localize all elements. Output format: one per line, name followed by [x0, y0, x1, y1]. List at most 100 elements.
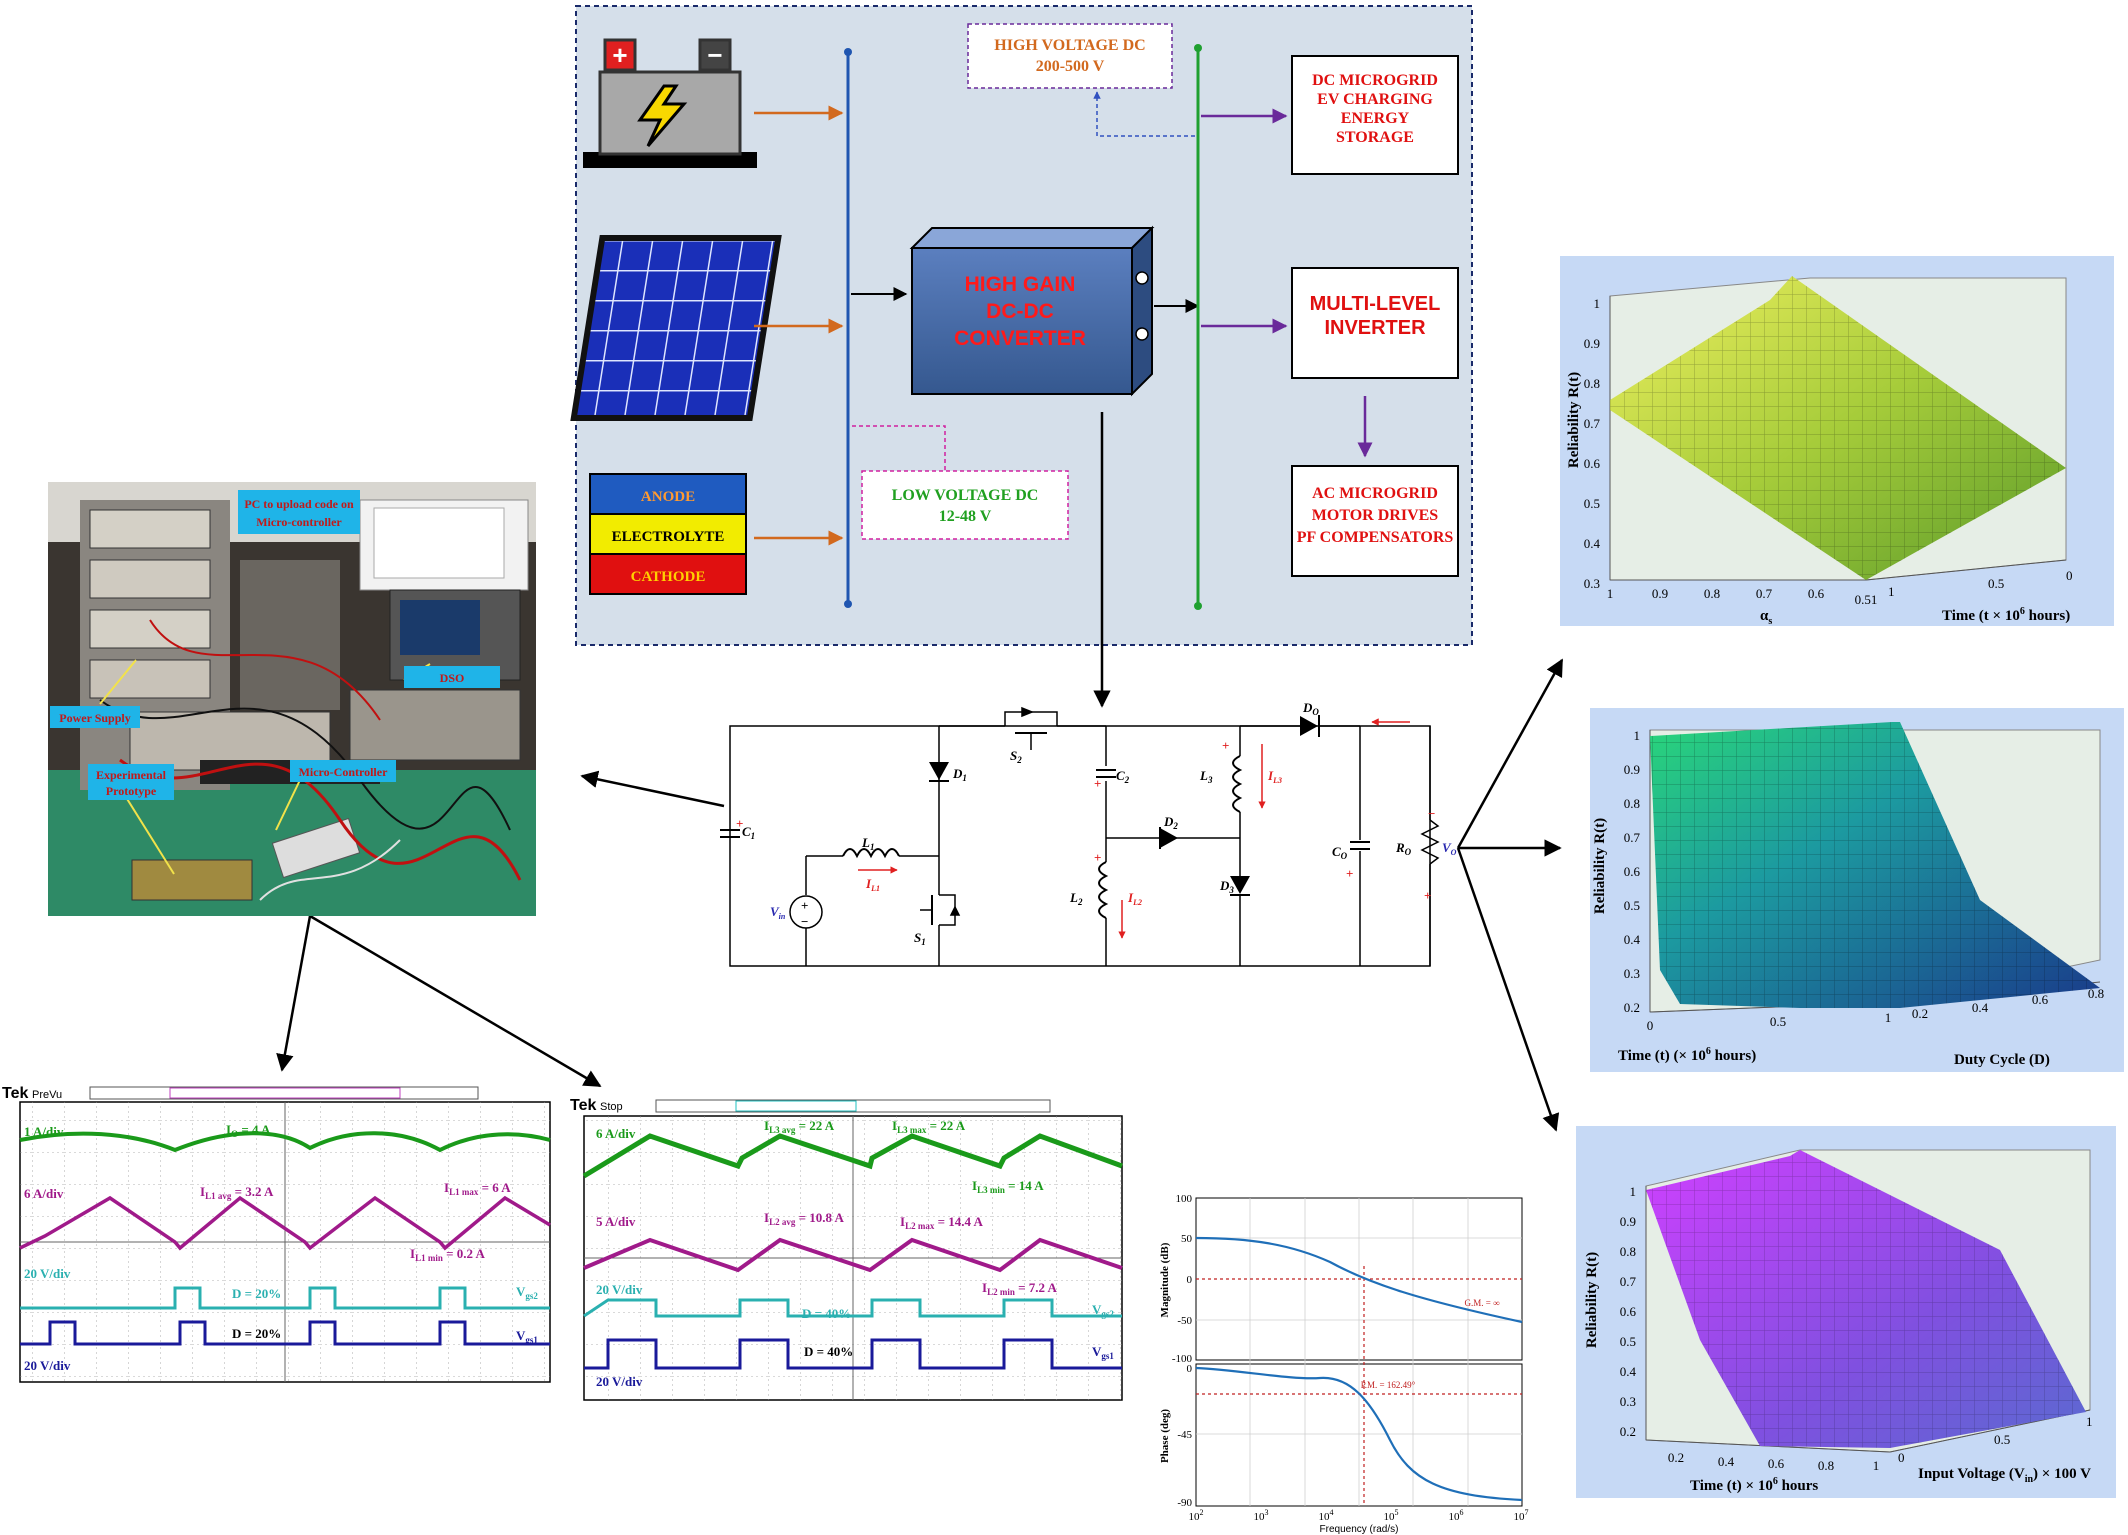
scope2-il2max-value: IL2 max = 14.4 A [900, 1214, 984, 1231]
bode-frequency-label: Frequency (rad/s) [1320, 1524, 1399, 1535]
inverter-line2: INVERTER [1324, 317, 1426, 339]
plot2-y-tick: 0.8 [2088, 986, 2104, 1001]
scope2-vgs2-trace [583, 1298, 1122, 1318]
plot2-z-label: Reliability R(t) [1592, 818, 1608, 914]
vin-plus: + [801, 898, 808, 913]
scope1-ch3-scale: 20 V/div [24, 1266, 71, 1281]
plot2-y-tick: 0.4 [1972, 1000, 1989, 1015]
plot2-z-tick: 0.6 [1624, 864, 1641, 879]
scope2-il2min-value: IL2 min = 7.2 A [982, 1280, 1058, 1297]
bode-mag-tick: 0 [1187, 1274, 1193, 1286]
reliability-plot-3: 1 0.9 0.8 0.7 0.6 0.5 0.4 0.3 0.2 0.2 0.… [1576, 1126, 2116, 1498]
bode-phase-trace [1195, 1366, 1523, 1502]
converter-line1: HIGH GAIN [965, 273, 1076, 296]
reliability-plot-1: 1 0.9 0.8 0.7 0.6 0.5 0.4 0.3 1 0.9 0.8 … [1560, 256, 2114, 627]
pc-label-line2: Micro-controller [256, 515, 342, 529]
co-plus: + [1346, 866, 1353, 881]
plot3-x-tick: 0.4 [1718, 1454, 1735, 1469]
plot2-x-label: Time (t) (× 106 hours) [1618, 1046, 1756, 1064]
scope2-brand: Tek [570, 1097, 596, 1114]
scope2-ch4-scale: 20 V/div [596, 1374, 643, 1389]
dc-microgrid-line2: EV CHARGING [1317, 91, 1433, 108]
plot2-z-tick: 0.5 [1624, 898, 1640, 913]
plot3-x-tick: 0.6 [1768, 1456, 1785, 1471]
plot1-z-tick: 1 [1594, 296, 1601, 311]
c1-plus: + [736, 816, 743, 831]
lab-photo [48, 482, 536, 916]
scope2-vgs1-label: Vgs1 [1092, 1344, 1114, 1361]
plot2-y-tick: 0.6 [2032, 992, 2049, 1007]
s1-label: S1 [914, 930, 926, 947]
d1-label: D1 [952, 766, 967, 783]
scope2-il3max-value: IL3 max = 22 A [892, 1118, 966, 1135]
low-voltage-dc-box [861, 470, 1069, 540]
bode-plot: 100 50 0 -50 -100 0 -45 -90 102 103 104 … [1159, 1193, 1529, 1535]
vo-plus: + [1424, 888, 1431, 903]
plot1-x-label: αs [1760, 608, 1772, 627]
plot3-y-tick: 1 [2086, 1414, 2093, 1429]
fuel-cell-icon [589, 473, 747, 595]
plot3-x-tick: 0.8 [1818, 1458, 1834, 1473]
plot1-z-tick: 0.3 [1584, 576, 1600, 591]
scope1-il1max-value: IL1 max = 6 A [444, 1180, 511, 1197]
low-voltage-dc-line1: LOW VOLTAGE DC [892, 487, 1039, 504]
plot1-z-label: Reliability R(t) [1566, 372, 1582, 468]
scope2-ch3-scale: 20 V/div [596, 1282, 643, 1297]
scope1-il1min-value: IL1 min = 0.2 A [410, 1246, 486, 1263]
plot3-z-tick: 0.9 [1620, 1214, 1636, 1229]
plot3-z-tick: 0.4 [1620, 1364, 1637, 1379]
plot3-z-tick: 1 [1630, 1184, 1637, 1199]
plot1-z-tick: 0.4 [1584, 536, 1601, 551]
circuit-labels: C1 + L1 IL1 Vin + − S1 D1 S2 C2 + + L2 I… [736, 700, 1457, 947]
bode-freq-tick: 105 [1384, 1508, 1399, 1523]
plot1-y-label: Time (t × 106 hours) [1942, 606, 2070, 624]
plot3-z-label: Reliability R(t) [1584, 1252, 1600, 1348]
plot2-z-tick: 0.7 [1624, 830, 1641, 845]
ac-microgrid-box [1291, 465, 1459, 577]
scope2-duty-blue: D = 40% [804, 1344, 853, 1359]
bode-freq-tick: 107 [1514, 1508, 1529, 1523]
scope2-il2-trace [583, 1237, 1123, 1273]
vo-label: VO [1442, 840, 1457, 857]
vin-label: Vin [770, 904, 786, 921]
d3-label: D3 [1219, 878, 1234, 895]
plot3-z-tick: 0.6 [1620, 1304, 1637, 1319]
bode-phase-tick: -45 [1177, 1429, 1192, 1441]
reliability-plot-2: 1 0.9 0.8 0.7 0.6 0.5 0.4 0.3 0.2 0 0.5 … [1590, 708, 2124, 1072]
ac-microgrid-line3: PF COMPENSATORS [1297, 529, 1454, 546]
plot3-z-tick: 0.7 [1620, 1274, 1637, 1289]
plot1-x-tick: 0.8 [1704, 586, 1720, 601]
bode-magnitude-trace [1195, 1236, 1523, 1324]
low-voltage-dc-line2: 12-48 V [939, 508, 992, 525]
circuit-schematic [720, 706, 1440, 967]
co-label: CO [1332, 844, 1348, 861]
plot2-z-tick: 0.9 [1624, 762, 1640, 777]
vo-minus: − [1428, 806, 1435, 821]
bode-mag-tick: 50 [1181, 1233, 1193, 1245]
inverter-line1: MULTI-LEVEL [1310, 293, 1441, 315]
plot2-x-tick: 1 [1885, 1010, 1892, 1025]
dc-microgrid-box [1291, 55, 1459, 175]
prototype-label-line1: Experimental [96, 768, 167, 782]
scope2-il3-trace [582, 1133, 1123, 1179]
vin-minus: − [801, 914, 808, 929]
scope1-vgs1-label: Vgs1 [516, 1328, 538, 1345]
plot1-z-tick: 0.5 [1584, 496, 1600, 511]
scope1-io-value: IO = 4 A [226, 1122, 271, 1139]
plot3-x-label: Time (t) × 106 hours [1690, 1476, 1818, 1494]
scope1-ch1-scale: 1 A/div [24, 1124, 64, 1139]
plot2-y-label: Duty Cycle (D) [1954, 1052, 2050, 1068]
plot1-z-tick: 0.8 [1584, 376, 1600, 391]
plot3-x-tick: 1 [1873, 1458, 1880, 1473]
bode-freq-tick: 103 [1254, 1508, 1269, 1523]
plot2-x-tick: 0.5 [1770, 1014, 1786, 1029]
scope1-vgs2-trace [20, 1286, 550, 1310]
block-diagram: + − ANODE ELECTROLYTE CATHODE LOW VOLTAG… [570, 5, 1473, 646]
scope2-vgs2-label: Vgs2 [1092, 1302, 1114, 1319]
c1-label: C1 [742, 824, 755, 841]
plot3-z-tick: 0.5 [1620, 1334, 1636, 1349]
plot1-z-tick: 0.9 [1584, 336, 1600, 351]
plot1-x-tick: 0.51 [1855, 592, 1878, 607]
il2-label: IL2 [1127, 890, 1142, 907]
bode-phase-tick: 0 [1187, 1363, 1193, 1375]
